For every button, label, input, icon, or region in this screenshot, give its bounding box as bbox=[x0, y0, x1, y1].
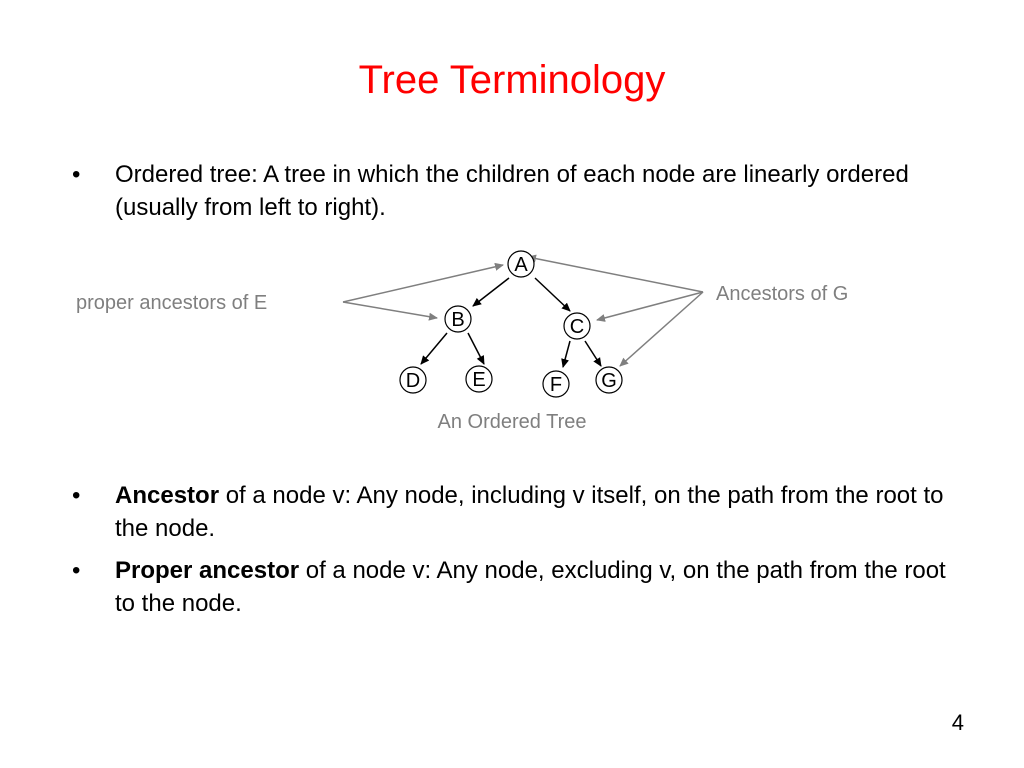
page-number: 4 bbox=[951, 710, 964, 735]
edge-a-c bbox=[534, 277, 571, 312]
arrow-ancestors-to-g bbox=[619, 291, 704, 367]
slide-title: Tree Terminology bbox=[358, 58, 666, 102]
tree-node-g: G bbox=[595, 366, 623, 394]
tree-node-f: F bbox=[542, 370, 570, 398]
tree-node-b: B bbox=[444, 305, 472, 333]
bullet-bold-term: Ancestor bbox=[115, 482, 220, 509]
node-label-b: B bbox=[451, 309, 464, 331]
bullet-text: Ancestor of a node v: Any node, includin… bbox=[115, 479, 965, 545]
node-label-f: F bbox=[550, 374, 562, 396]
node-label-g: G bbox=[601, 370, 617, 392]
edge-a-b bbox=[472, 277, 510, 307]
bullet-text: Proper ancestor of a node v: Any node, e… bbox=[115, 554, 965, 620]
node-label-c: C bbox=[570, 316, 584, 338]
node-label-d: D bbox=[406, 370, 420, 392]
node-label-a: A bbox=[514, 254, 528, 276]
bullet-marker: • bbox=[72, 557, 81, 584]
bullet-body: of a node v: Any node, including v itsel… bbox=[115, 482, 944, 542]
bullet-marker: • bbox=[72, 161, 81, 188]
arrow-proper-to-a bbox=[342, 262, 504, 303]
tree-node-e: E bbox=[465, 365, 493, 393]
bullet-body: of a node v: Any node, excluding v, on t… bbox=[115, 557, 946, 617]
edge-b-e bbox=[467, 332, 485, 365]
arrow-ancestors-to-c bbox=[596, 291, 704, 322]
tree-node-a: A bbox=[507, 250, 535, 278]
edge-c-g bbox=[584, 340, 602, 367]
edge-c-f bbox=[561, 340, 571, 368]
bullet-marker: • bbox=[72, 482, 81, 509]
tree-node-c: C bbox=[563, 312, 591, 340]
bullet-bold-term: Proper ancestor bbox=[115, 557, 300, 584]
edge-b-d bbox=[420, 332, 448, 365]
arrow-proper-to-b bbox=[342, 301, 438, 321]
left-annotation: proper ancestors of E bbox=[76, 292, 267, 314]
bullet-body: Ordered tree: A tree in which the childr… bbox=[115, 161, 909, 221]
arrow-ancestors-to-a bbox=[527, 254, 704, 293]
tree-node-d: D bbox=[399, 366, 427, 394]
bullet-text: Ordered tree: A tree in which the childr… bbox=[115, 158, 965, 224]
right-annotation: Ancestors of G bbox=[716, 283, 848, 305]
node-label-e: E bbox=[472, 369, 485, 391]
diagram-caption: An Ordered Tree bbox=[438, 411, 587, 433]
